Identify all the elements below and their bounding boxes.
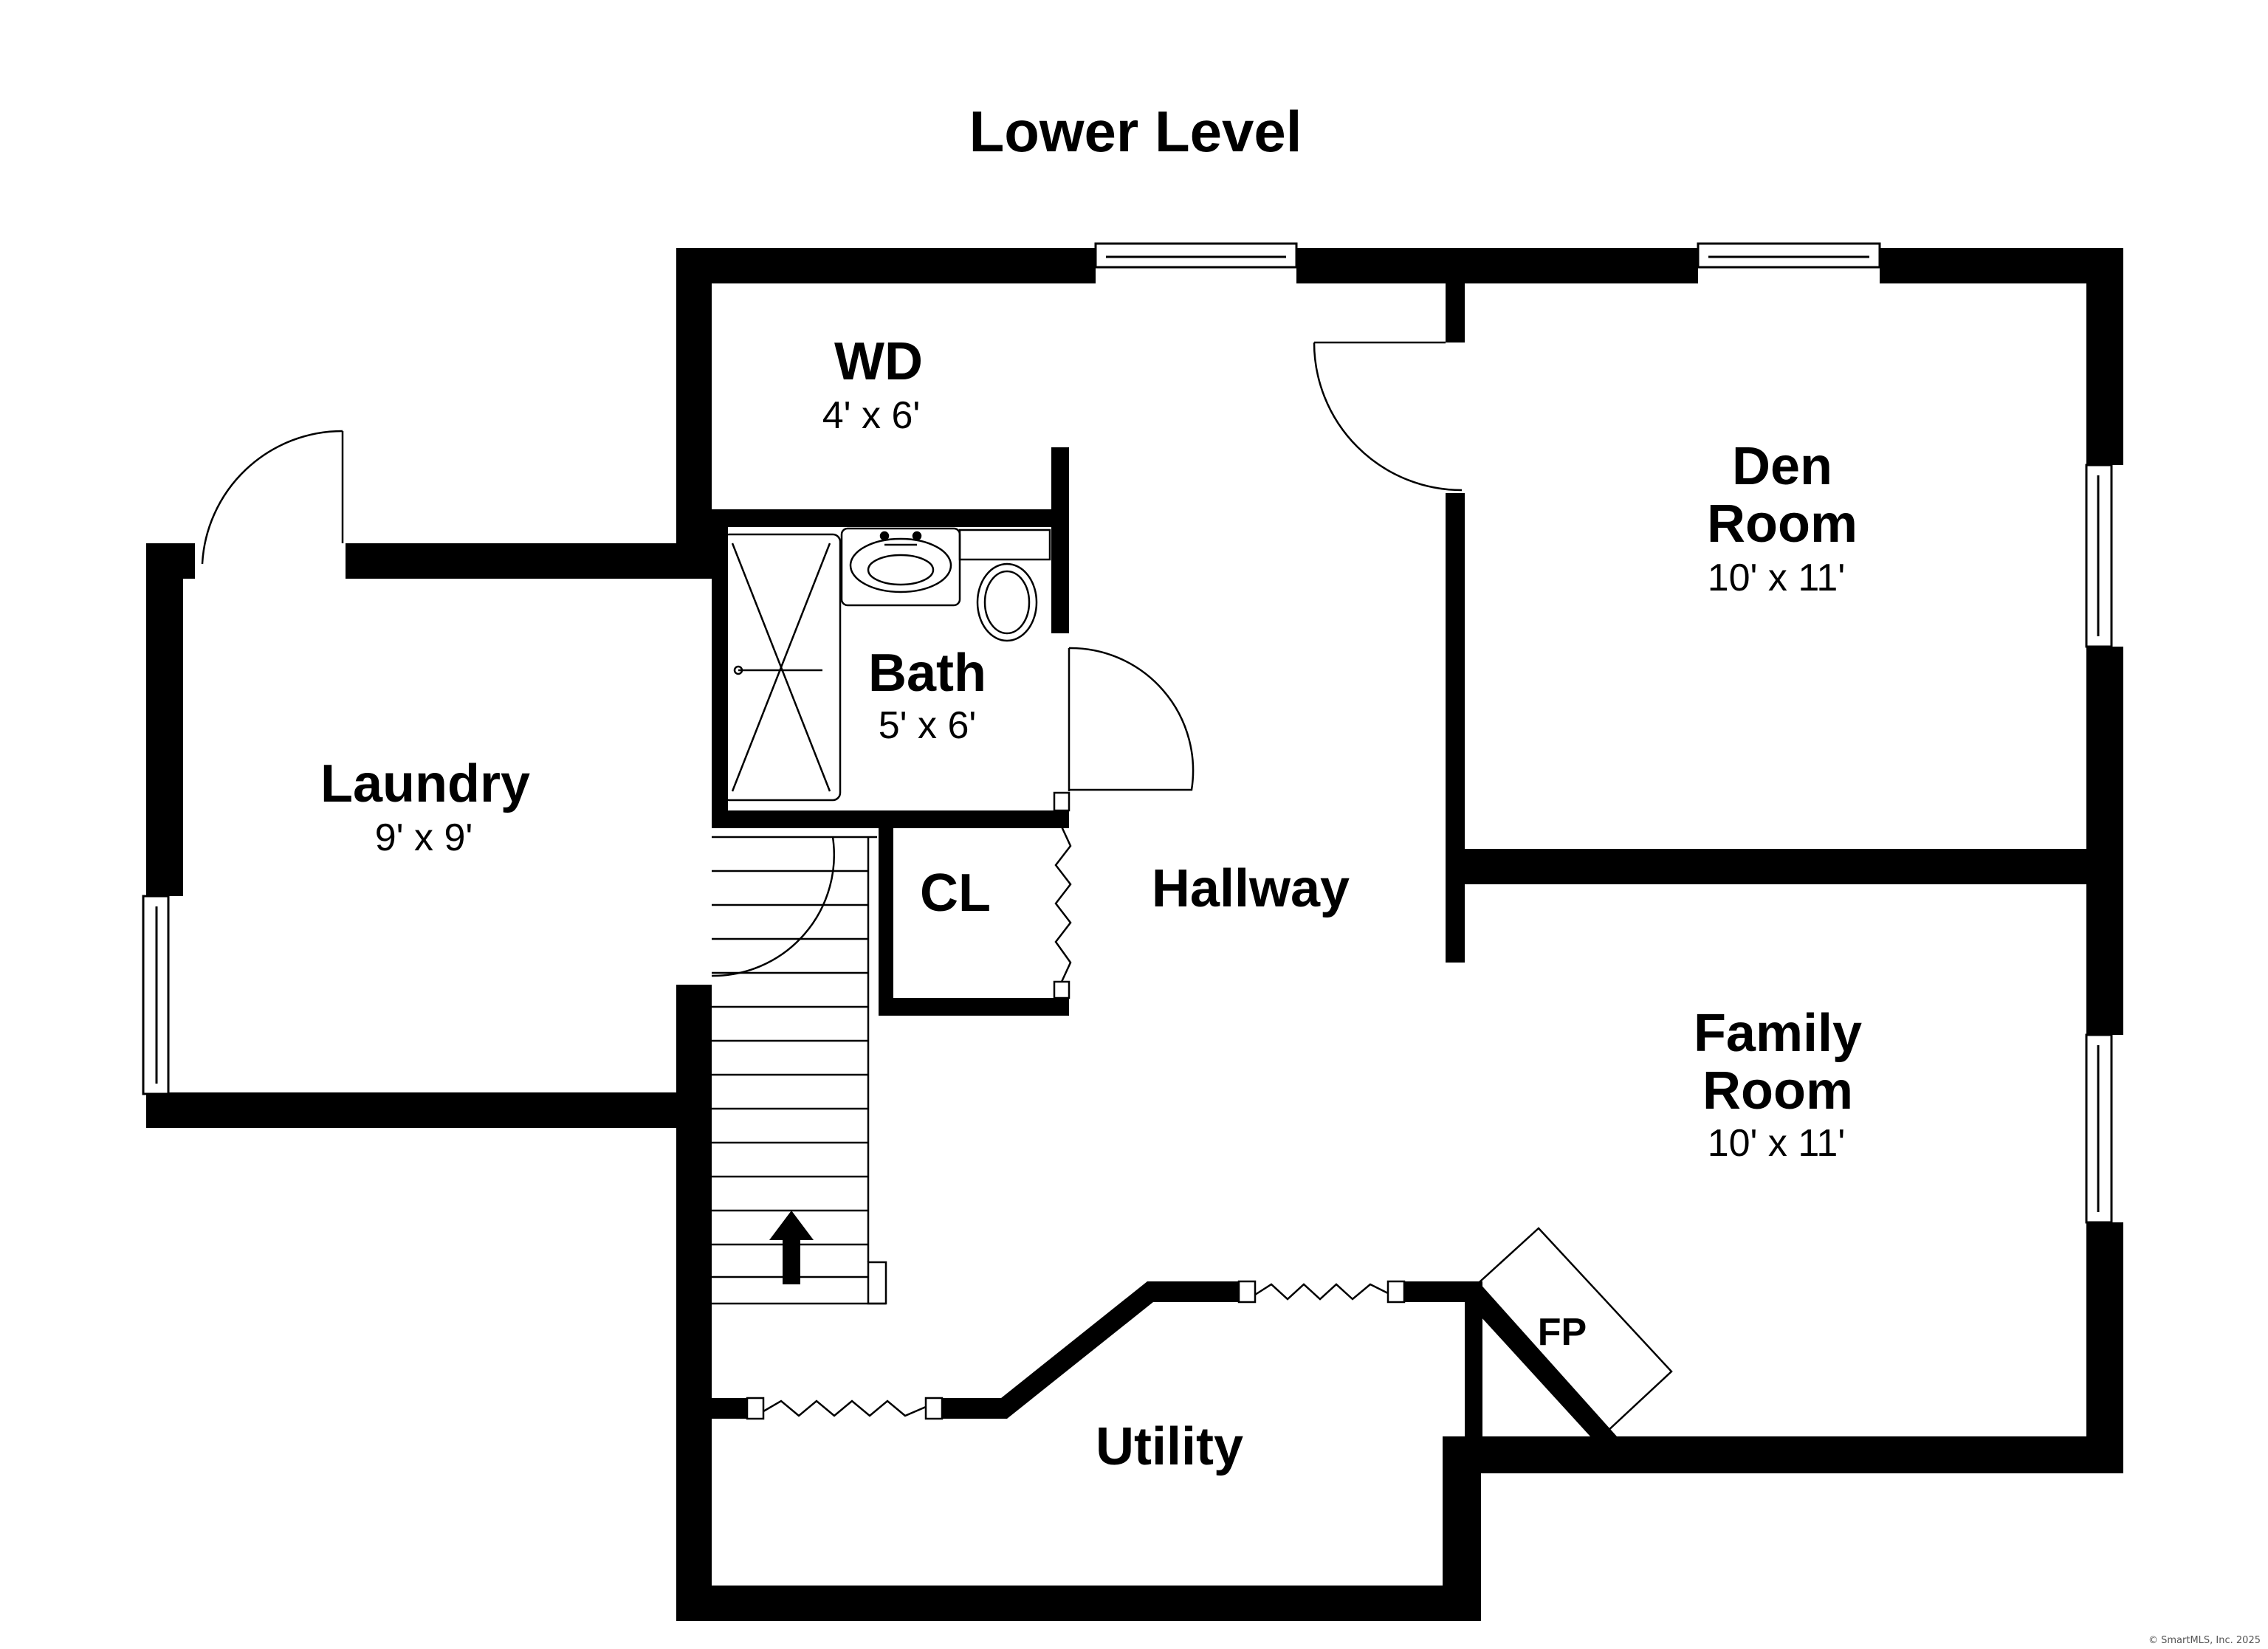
room-utility: Utility (1096, 1417, 1243, 1476)
room-laundry: Laundry 9' x 9' (320, 754, 530, 859)
windows (142, 242, 2113, 1224)
toilet-icon (958, 529, 1051, 642)
stair-up-arrow-icon (769, 1211, 814, 1284)
room-hallway-name: Hallway (1152, 859, 1350, 918)
shower-icon (721, 533, 842, 802)
sink-icon (840, 527, 961, 607)
room-utility-name: Utility (1096, 1417, 1243, 1476)
room-cl: CL (920, 864, 991, 923)
bifold-closet (1053, 791, 1072, 999)
bath-fixtures (721, 527, 1051, 802)
bifold-utility-lower (746, 1397, 944, 1420)
walls (146, 248, 2123, 1621)
room-bath: Bath 5' x 6' (868, 644, 986, 747)
bifold-utility-upper (1237, 1280, 1406, 1304)
plan-title: Lower Level (969, 99, 1302, 164)
room-den-name-line2: Room (1707, 495, 1858, 554)
door-bath (1068, 647, 1195, 791)
fireplace-icon (1471, 1227, 1673, 1433)
room-family: Family Room 10' x 11' (1694, 1004, 1862, 1165)
bifold-doors (746, 791, 1406, 1420)
room-cl-name: CL (920, 864, 991, 923)
door-den (1313, 341, 1463, 492)
room-wd: WD 4' x 6' (822, 332, 923, 437)
room-den: Den Room 10' x 11' (1707, 437, 1858, 599)
stairs (712, 836, 887, 1305)
room-wd-dims: 4' x 6' (822, 394, 921, 437)
window-den-right (2085, 464, 2113, 648)
room-den-dims: 10' x 11' (1708, 557, 1846, 599)
window-family-right (2085, 1033, 2113, 1224)
copyright-text: © SmartMLS, Inc. 2025 (2148, 1635, 2261, 1646)
room-laundry-name: Laundry (320, 754, 530, 813)
window-laundry-left (142, 895, 170, 1095)
room-wd-name: WD (834, 332, 923, 391)
room-bath-dims: 5' x 6' (879, 704, 977, 747)
window-top-left (1094, 242, 1298, 269)
room-family-name-line2: Room (1702, 1061, 1853, 1120)
door-laundry (201, 430, 344, 565)
window-top-right (1697, 242, 1881, 269)
room-fp-name: FP (1538, 1311, 1587, 1354)
room-den-name-line1: Den (1732, 437, 1832, 496)
room-family-dims: 10' x 11' (1708, 1122, 1846, 1165)
room-fp: FP (1538, 1311, 1587, 1354)
room-laundry-dims: 9' x 9' (375, 816, 473, 859)
room-hallway: Hallway (1152, 859, 1350, 918)
door-stair (711, 836, 835, 977)
room-family-name-line1: Family (1694, 1004, 1862, 1063)
room-bath-name: Bath (868, 644, 986, 703)
